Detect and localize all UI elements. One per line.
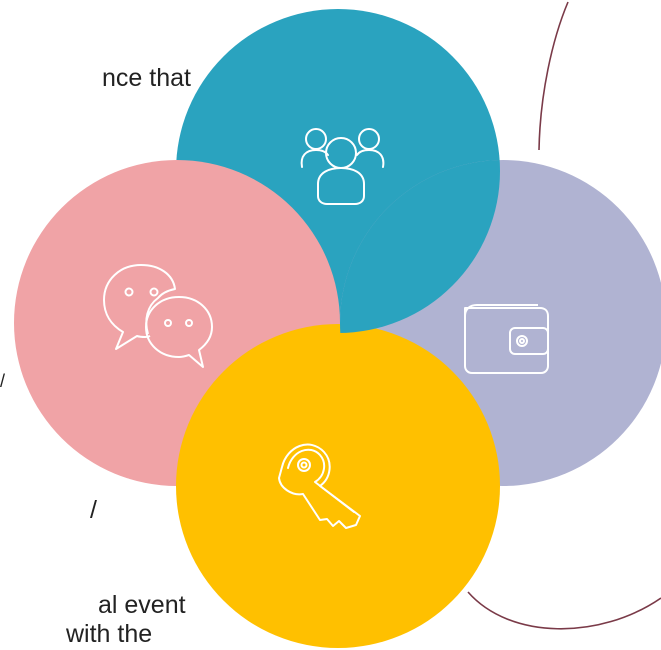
chat-bubbles-icon (103, 264, 213, 368)
background-text-line-3: with the (66, 620, 153, 648)
outline-arc-top (538, 1, 569, 151)
background-text-line-2: al event (98, 591, 186, 619)
background-text-line-1: nce that (102, 64, 191, 92)
outline-arc-bottom (467, 591, 661, 630)
background-text-fragment-1: / (90, 496, 97, 524)
people-group-icon (300, 128, 385, 205)
key-icon (278, 443, 361, 529)
background-text-fragment-2: / (0, 371, 6, 391)
circle-key (176, 324, 500, 648)
circle-team-overlap (340, 160, 500, 333)
wallet-icon (464, 304, 549, 374)
